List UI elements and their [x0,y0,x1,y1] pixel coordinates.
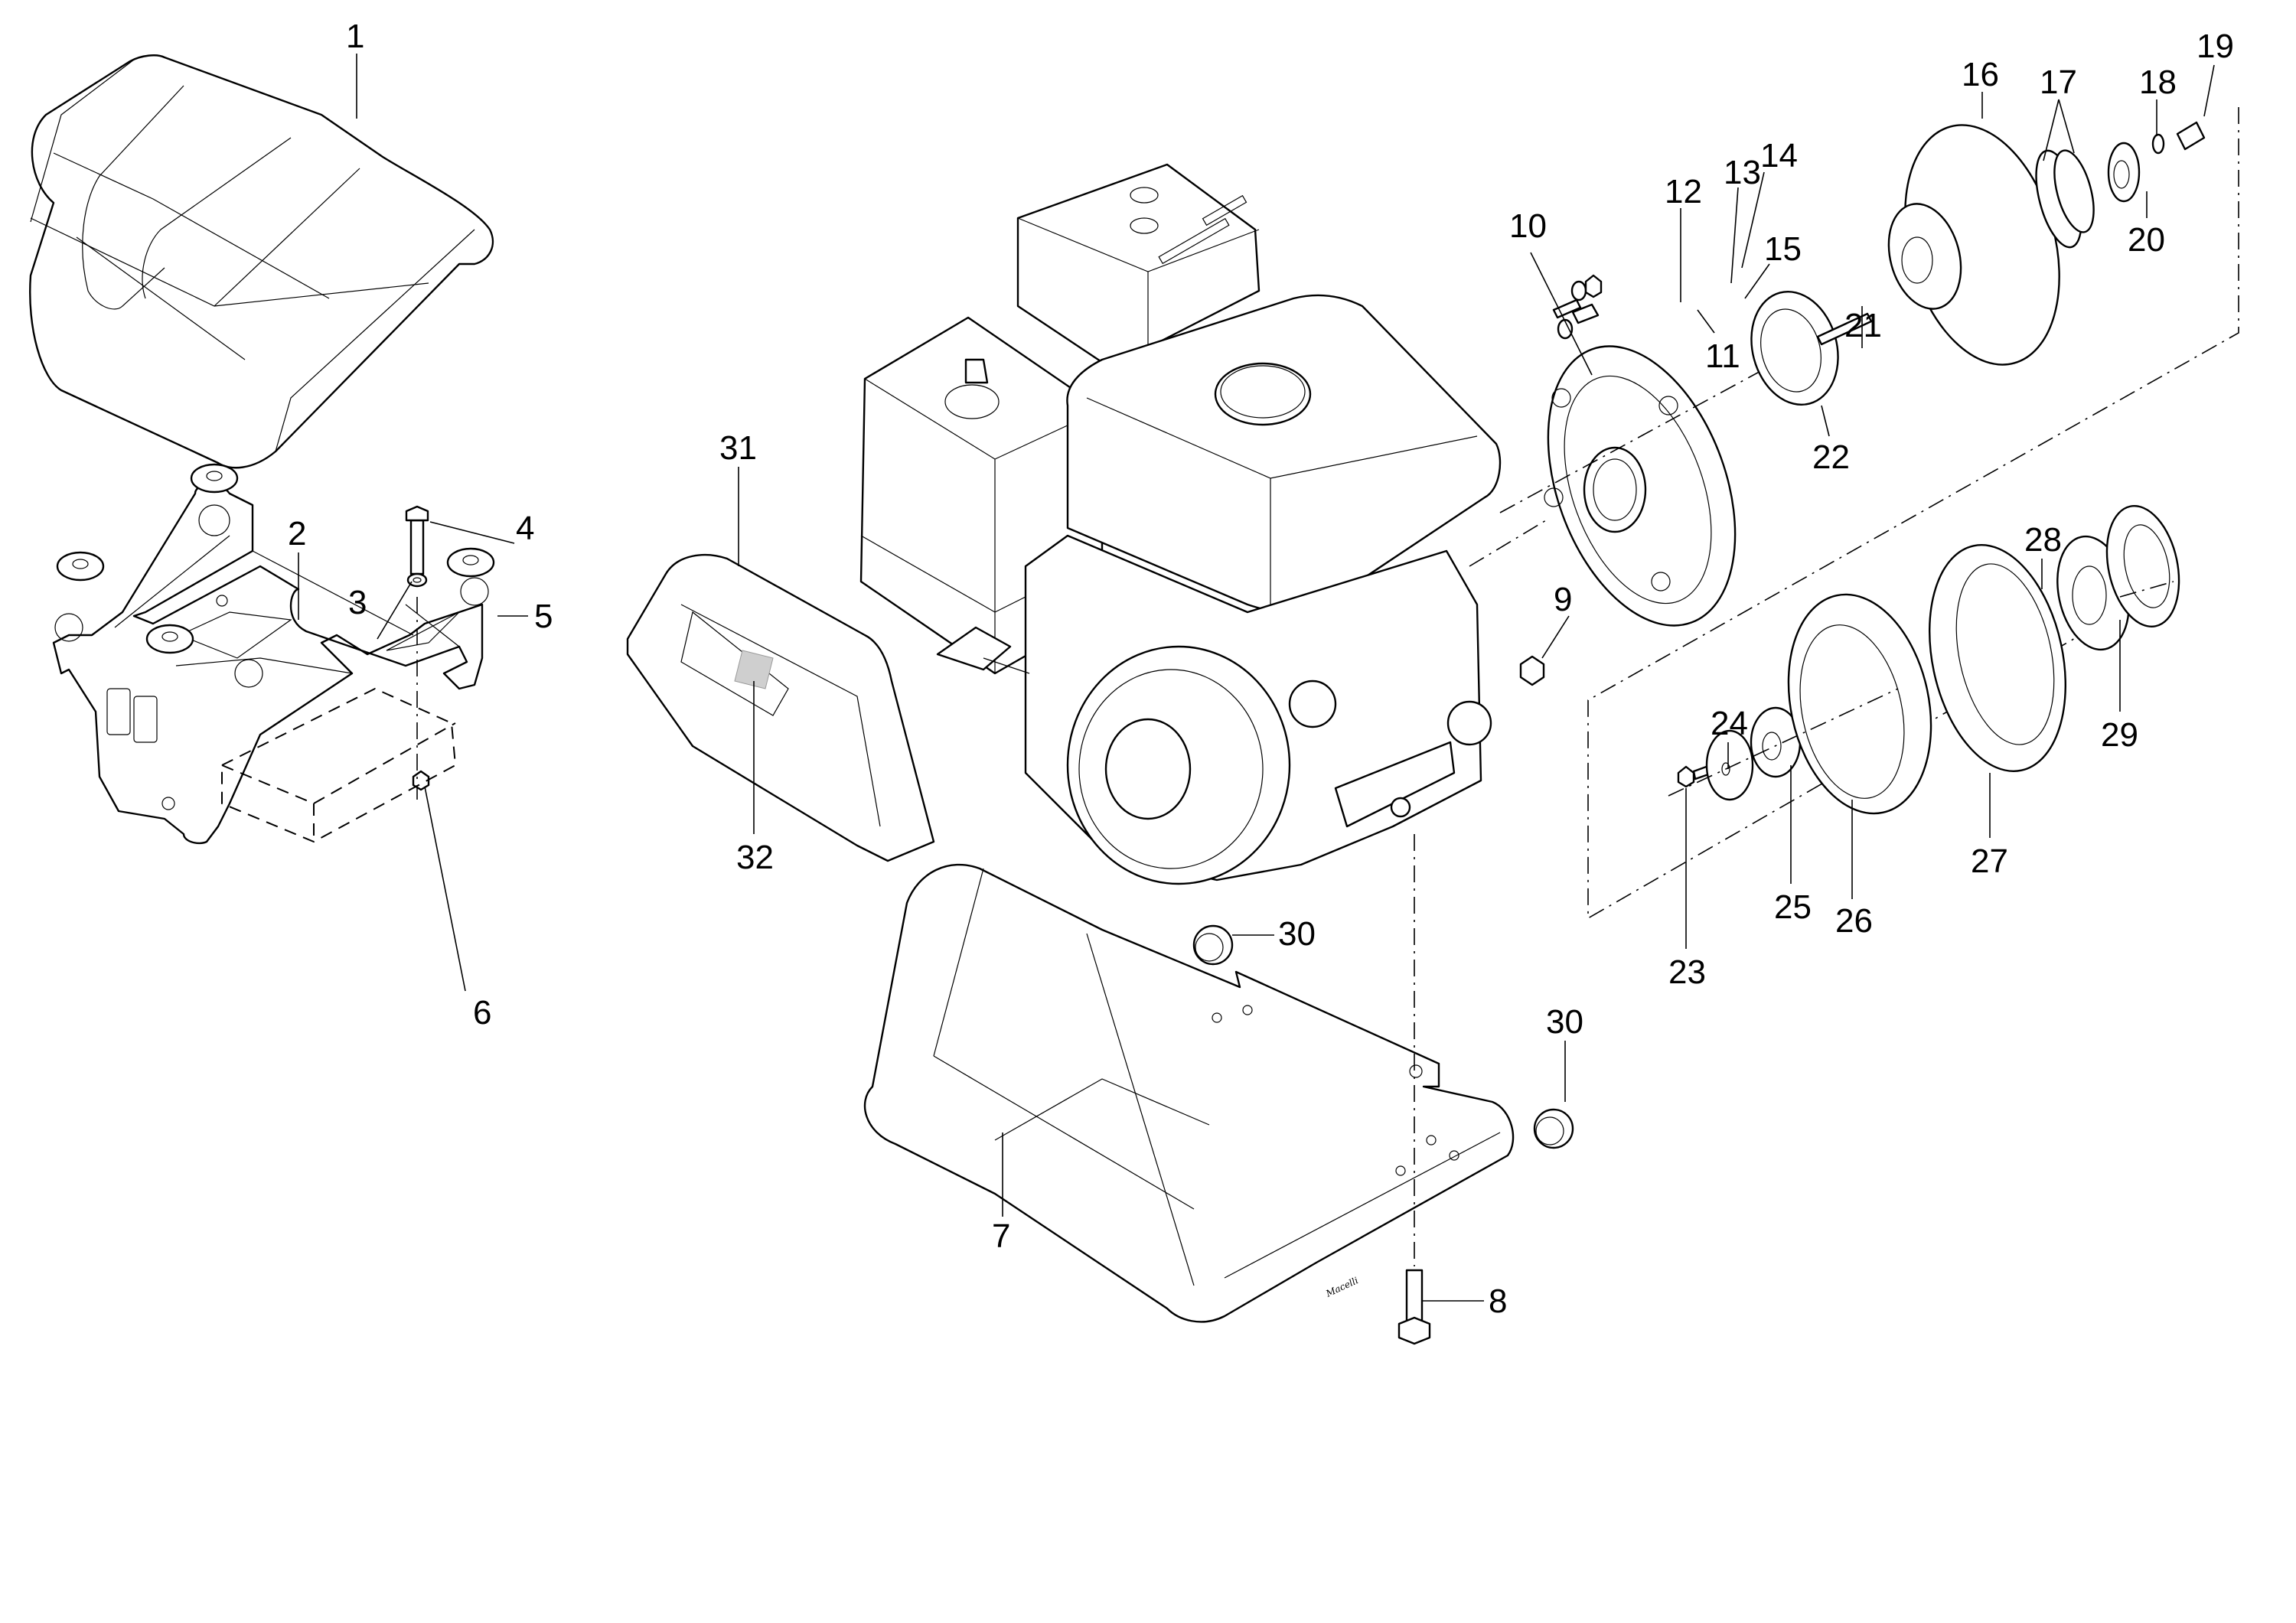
part-3-washer [406,572,428,588]
callout-32: 32 [736,839,774,876]
part-30-plug [1192,924,1574,1149]
callout-25: 25 [1774,888,1812,926]
part-31-belt-guard [626,553,935,862]
part-16-hub [1887,124,2060,366]
part-18-washer [2151,133,2165,155]
callout-22: 22 [1812,438,1850,476]
part-14-nut [1584,274,1603,298]
part-9-nut [1519,655,1545,686]
part-29-seal [2105,504,2180,628]
centerline-upper [1499,321,1853,513]
callout-26: 26 [1835,902,1873,940]
centerline-lower [1469,520,1547,567]
callout-20: 20 [2128,221,2165,259]
part-17-rings [2035,149,2095,249]
leader-lines [298,54,2215,1302]
callout-9: 9 [1554,581,1572,618]
callout-15: 15 [1764,230,1802,268]
engine [859,163,1502,885]
part-10-flange [1544,345,1737,627]
callout-14: 14 [1760,137,1798,174]
callout-30-upper: 30 [1278,915,1316,953]
callout-23: 23 [1668,953,1706,991]
part-7-frame [863,863,1515,1323]
callout-3: 3 [348,584,367,621]
callout-30-lower: 30 [1546,1003,1583,1041]
part-27-ring [1929,544,2066,772]
part-22-seal [1750,290,1839,406]
part-25-impeller-nut [1750,706,1802,778]
callout-27: 27 [1971,842,2008,880]
signature-macelli: Macelli [1323,1275,1360,1299]
part-26-volute [1787,593,1932,815]
callout-13: 13 [1724,154,1761,191]
part-21-key [1816,312,1873,346]
callout-29: 29 [2101,716,2138,754]
callout-18: 18 [2139,64,2177,101]
part-11-washer [1557,318,1574,340]
callout-24: 24 [1711,705,1748,742]
part-20-bearing [2107,142,2141,203]
centerline-pump [1668,581,2174,797]
callout-31: 31 [719,429,757,467]
callout-16: 16 [1962,56,1999,93]
callouts: 1 2 3 4 5 6 7 8 9 10 11 12 13 14 15 16 1… [288,18,2234,1320]
part-19-screw [2176,121,2206,151]
part-13-washer [1570,280,1587,301]
callout-11: 11 [1705,337,1740,375]
rubber-mount [56,463,495,654]
callout-19: 19 [2197,28,2234,65]
part-8-bolt [1397,834,1431,1345]
part-24-washer [1705,729,1754,801]
callout-7: 7 [992,1217,1010,1255]
part-15-bolt [1571,303,1600,324]
callout-28: 28 [2024,521,2062,559]
group-boundary [1587,107,2239,920]
callout-17: 17 [2040,64,2077,101]
callout-8: 8 [1489,1282,1507,1320]
control-box-phantom [221,597,457,843]
callout-5: 5 [534,598,553,635]
callout-21: 21 [1844,307,1882,344]
part-2-bracket [52,484,489,845]
part-1-cover [29,54,494,469]
callout-10: 10 [1509,207,1547,245]
part-32-label-patch [734,650,774,689]
callout-6: 6 [473,994,491,1031]
callout-4: 4 [516,510,534,547]
part-4-bolt [405,505,429,575]
callout-12: 12 [1665,173,1702,210]
callout-2: 2 [288,515,306,552]
callout-1: 1 [346,18,364,55]
